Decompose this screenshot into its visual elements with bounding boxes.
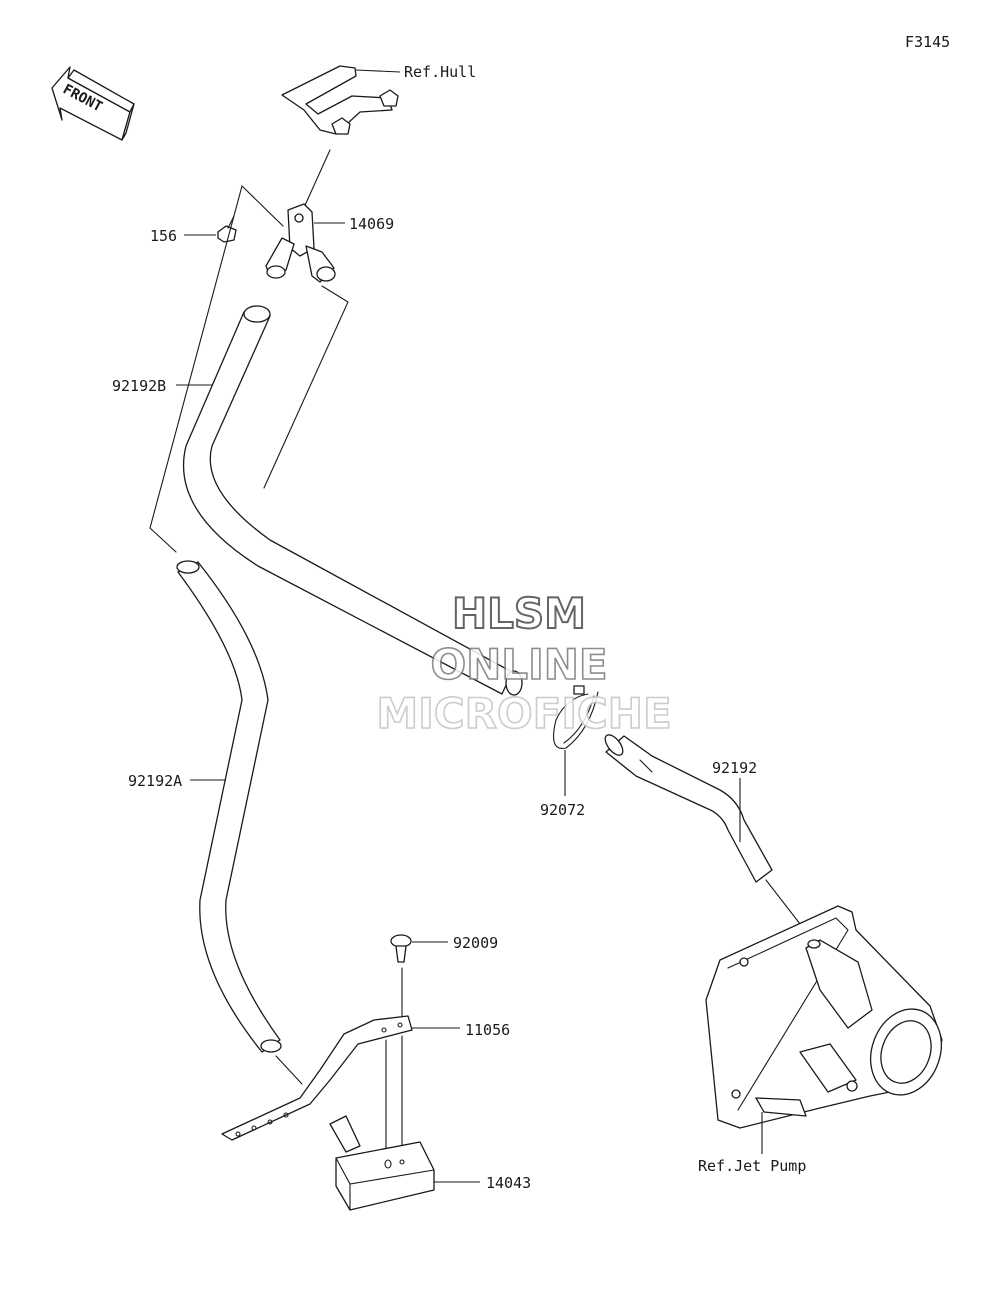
hull-bracket (281, 65, 401, 135)
watermark-line2: ONLINE (430, 640, 607, 689)
front-arrow-icon: FRONT (51, 66, 135, 141)
clamp-92072 (553, 685, 599, 749)
fitting-14069 (265, 203, 336, 283)
label-92009: 92009 (453, 934, 498, 952)
label-92192: 92192 (712, 759, 757, 777)
label-14043: 14043 (486, 1174, 531, 1192)
watermark: HLSM ONLINE MICROFICHE (376, 588, 673, 739)
screw-92009 (390, 934, 412, 963)
label-11056: 11056 (465, 1021, 510, 1039)
label-92192B: 92192B (112, 377, 166, 395)
hose-92192B (182, 305, 523, 696)
label-14069: 14069 (349, 215, 394, 233)
label-92192A: 92192A (128, 772, 182, 790)
label-156: 156 (150, 227, 177, 245)
bracket-11056 (221, 1015, 413, 1141)
label-ref-hull: Ref.Hull (404, 63, 476, 81)
watermark-line3: MICROFICHE (376, 689, 671, 738)
filter-14043 (329, 1115, 435, 1211)
figure-id: F3145 (905, 33, 950, 51)
watermark-line1: HLSM (452, 589, 586, 638)
label-92072: 92072 (540, 801, 585, 819)
hose-92192 (604, 734, 773, 883)
hose-92192A (176, 560, 282, 1053)
jet-pump (705, 905, 943, 1129)
label-ref-jet-pump: Ref.Jet Pump (698, 1157, 806, 1175)
